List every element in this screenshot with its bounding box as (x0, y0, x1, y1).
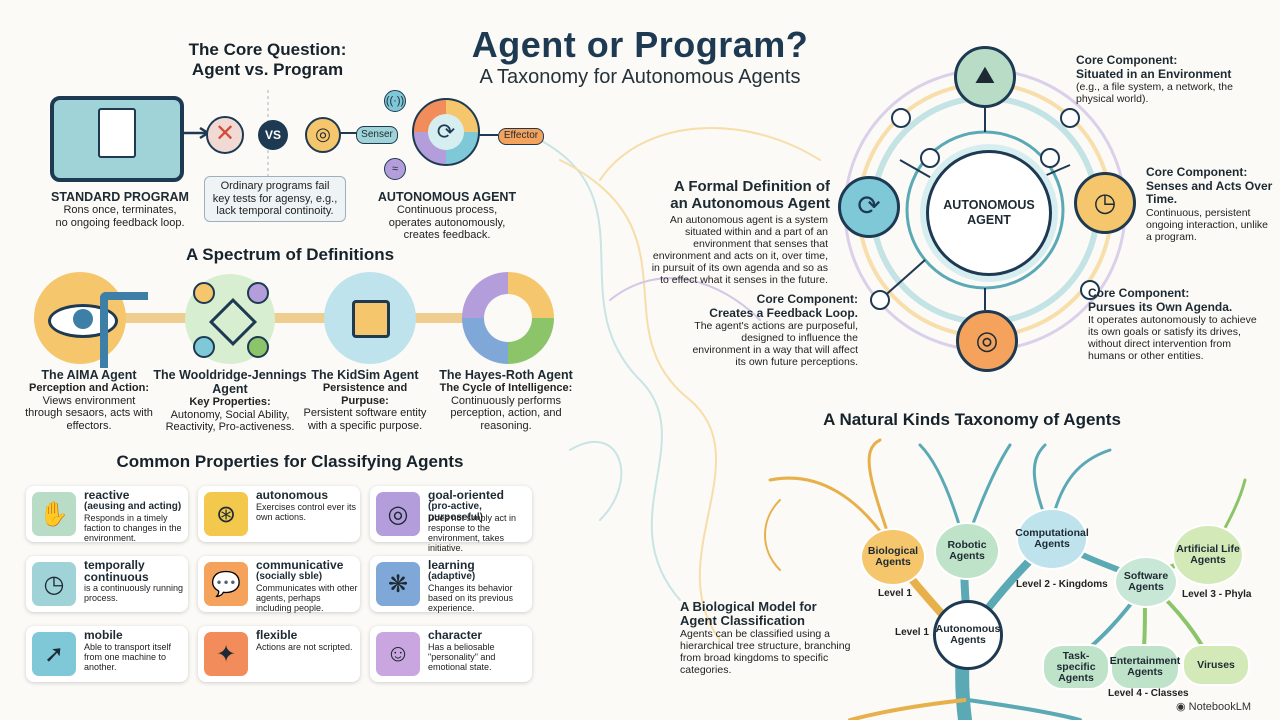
node-root: Autonomous Agents (933, 600, 1003, 670)
properties-heading: Common Properties for Classifying Agents (116, 452, 464, 471)
steering-wheel-icon: ⊛ (204, 492, 248, 536)
property-title: learning(adaptive) (428, 559, 528, 582)
property-desc: Exercises control ever its own actions. (256, 502, 357, 522)
property-desc: is a continuously running process. (84, 583, 184, 603)
node-entertainment: Entertainment Agents (1110, 644, 1180, 690)
property-desc: Has a beliosable "personality" and emoti… (428, 642, 496, 672)
signal-icon: ≈ (384, 158, 406, 180)
autonomous-agent-center: AUTONOMOUS AGENT (926, 150, 1052, 276)
effector-label: Effector (498, 128, 544, 145)
property-title: communicative(socially sble) (256, 559, 356, 582)
node-software: Software Agents (1114, 556, 1178, 608)
spectrum-heading: A Spectrum of Definitions (185, 245, 395, 264)
notebooklm-watermark: ◉ NotebookLM (1176, 701, 1252, 713)
property-desc: Able to transport itself from one machin… (84, 642, 172, 672)
page-title: Agent or Program? (471, 24, 809, 65)
property-title: mobile (84, 628, 123, 642)
chip-icon (324, 272, 416, 364)
agent-title: AUTONOMOUS AGENT (377, 190, 517, 204)
property-desc: Does not simply act in response to the e… (428, 513, 517, 553)
node-artificial-life: Artificial Life Agents (1172, 524, 1244, 586)
property-title: goal-oriented(pro-active, purposeful) (428, 489, 528, 523)
property-card-communicative: 💬 communicative(socially sble)Communicate… (198, 556, 360, 613)
node-task-specific: Task-specific Agents (1042, 644, 1110, 690)
level2-label: Level 2 - Kingdoms (1016, 579, 1108, 590)
chat-bubbles-icon: 💬 (204, 562, 248, 606)
property-title: character (428, 628, 483, 642)
robot-arm-icon (100, 292, 148, 368)
component-senses-acts: Core Component: Senses and Acts Over Tim… (1146, 165, 1273, 243)
cycle-arrows-icon (462, 272, 554, 364)
property-card-learning: ❋ learning(adaptive)Changes its behavior … (370, 556, 532, 613)
component-environment: Core Component: Situated in an Environme… (1076, 53, 1233, 105)
program-screen-icon (50, 96, 184, 182)
spectrum-wooldridge: The Wooldridge-Jennings Agent Key Proper… (153, 368, 307, 433)
spectrum-hayes-roth: The Hayes-Roth Agent The Cycle of Intell… (439, 368, 573, 432)
vs-badge: VS (258, 120, 288, 150)
flex-icon: ✦ (204, 632, 248, 676)
property-card-reactive: ✋ reactive(aeusing and acting)Responds in… (26, 486, 188, 543)
target-icon: ◎ (305, 117, 341, 153)
program-title: STANDARD PROGRAM (51, 190, 189, 204)
hand-sensor-icon: ✋ (32, 492, 76, 536)
formal-definition-text: An autonomous agent is a system situated… (651, 214, 828, 286)
property-subtitle: (pro-active, purposeful) (428, 501, 483, 523)
agent-desc: Continuous process, operates autonomousl… (388, 204, 506, 241)
node-viruses: Viruses (1182, 644, 1250, 686)
landscape-icon: ⛰ (954, 46, 1016, 108)
property-title: autonomous (256, 488, 328, 502)
clock-icon: ◷ (1074, 172, 1136, 234)
network-icon (185, 274, 275, 364)
property-title: reactive(aeusing and acting) (84, 489, 184, 512)
property-card-goal-oriented: ◎goal-oriented(pro-active, purposeful)Do… (370, 486, 532, 553)
document-icon (98, 108, 136, 158)
agent-cycle-icon: ⟳ (412, 98, 480, 166)
level1-root-label: Level 1 (895, 627, 929, 638)
level3-label: Level 3 - Phyla (1182, 589, 1252, 600)
no-loop-icon: ✕ (206, 116, 244, 154)
smiley-icon: ☺ (376, 632, 420, 676)
formal-heading: A Formal Definition of an Autonomous Age… (670, 178, 830, 212)
taxonomy-heading: A Natural Kinds Taxonomy of Agents (823, 410, 1121, 429)
core-question-heading: The Core Question: Agent vs. Program (188, 40, 347, 79)
property-title: temporally continuous (84, 558, 149, 584)
level1-label: Level 1 (878, 588, 912, 599)
biological-model: A Biological Model for Agent Classificat… (680, 599, 851, 677)
component-feedback: Core Component: Creates a Feedback Loop.… (692, 292, 858, 368)
property-desc: Actions are not scripted. (256, 642, 353, 652)
page-subtitle: A Taxonomy for Autonomous Agents (479, 66, 801, 88)
clock-icon: ◷ (32, 562, 76, 606)
component-agenda: Core Component: Pursues its Own Agenda. … (1088, 286, 1257, 362)
node-robotic: Robotic Agents (934, 522, 1000, 580)
property-desc: Communicates with other agents, perhaps … (256, 583, 358, 613)
target-icon: ◎ (376, 492, 420, 536)
level4-label: Level 4 - Classes (1108, 688, 1189, 699)
target-icon: ◎ (956, 310, 1018, 372)
notebooklm-logo-icon: ◉ (1176, 701, 1186, 713)
antenna-icon: ((·)) (384, 90, 406, 112)
brain-icon: ❋ (376, 562, 420, 606)
program-note: Ordinary programs fail key tests for age… (204, 176, 346, 222)
program-desc: Rons once, terminates, no ongoing feedba… (55, 204, 185, 229)
sensor-label: Senser (356, 126, 398, 144)
property-subtitle: (socially sble) (256, 571, 323, 582)
property-subtitle: (aeusing and acting) (84, 501, 182, 512)
property-title: flexible (256, 628, 298, 642)
spectrum-kidsim: The KidSim Agent Persistence and Purpuse… (303, 368, 427, 432)
spectrum-aima: The AIMA Agent Perception and Action: Vi… (25, 368, 153, 432)
property-subtitle: (adaptive) (428, 571, 476, 582)
transport-icon: ➚ (32, 632, 76, 676)
refresh-icon: ⟳ (428, 114, 464, 150)
node-biological: Biological Agents (860, 528, 926, 586)
property-desc: Responds in a timely faction to changes … (84, 513, 182, 543)
property-desc: Changes its behavior based on its previo… (428, 583, 514, 613)
node-computational: Computational Agents (1015, 508, 1089, 570)
refresh-icon: ⟳ (838, 176, 900, 238)
